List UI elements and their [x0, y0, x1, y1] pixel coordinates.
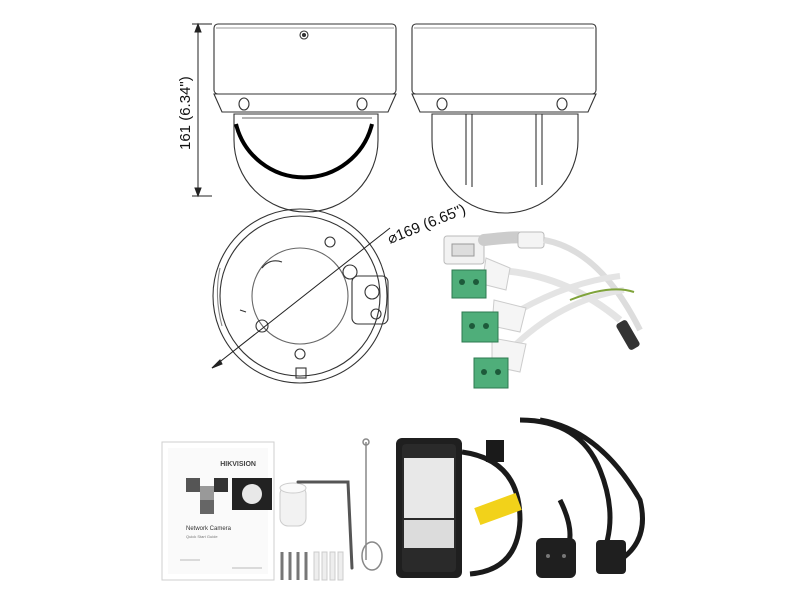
power-adapter — [396, 438, 523, 578]
allen-key — [296, 480, 354, 570]
height-dimension — [192, 22, 212, 198]
diameter-dimension — [211, 227, 391, 369]
desiccant-cylinder — [279, 482, 307, 527]
height-label: 161 (6.34") — [177, 76, 194, 150]
mount-base-plate — [212, 208, 389, 384]
power-cord — [519, 417, 645, 563]
cable-harness — [443, 231, 643, 389]
manual-brand: HIKVISION — [220, 461, 256, 468]
quick-start-manual — [161, 441, 275, 581]
safety-rope — [361, 438, 383, 571]
manual-title: Network Camera — [186, 526, 232, 532]
manual-subtitle: Quick Start Guide — [186, 534, 218, 539]
camera-front-view — [213, 23, 397, 213]
screws-and-anchors — [280, 551, 344, 581]
camera-side-view — [411, 23, 597, 214]
power-plug — [536, 538, 626, 578]
